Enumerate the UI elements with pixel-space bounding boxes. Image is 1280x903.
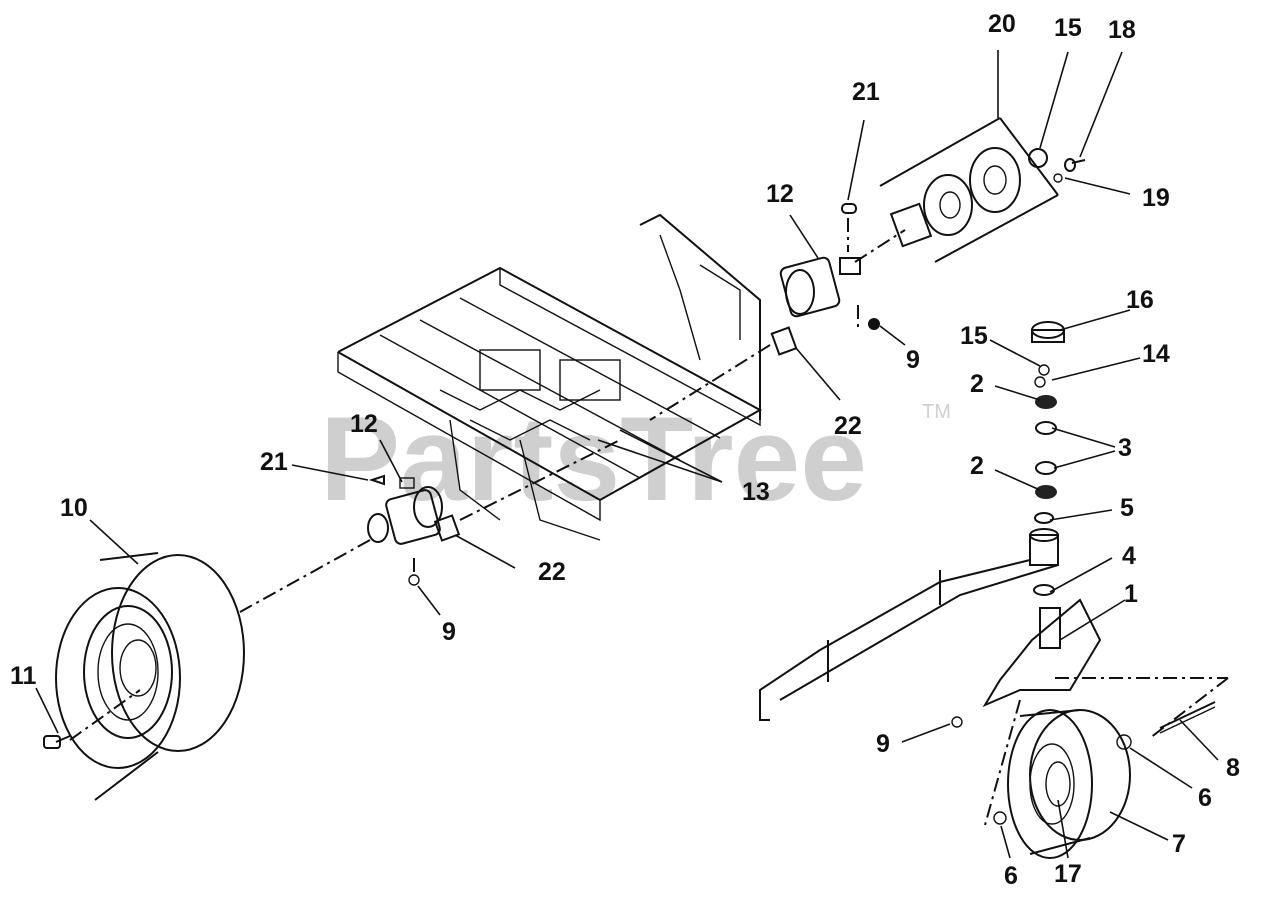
watermark-text: PartsTree (320, 392, 867, 526)
callout-5: 5 (1120, 494, 1134, 522)
callout-3: 3 (1118, 434, 1132, 462)
callout-14: 14 (1142, 340, 1170, 368)
callout-10: 10 (60, 494, 88, 522)
callout-20: 20 (988, 10, 1016, 38)
watermark-tm: TM (922, 401, 951, 423)
callout-9: 9 (906, 346, 920, 374)
callout-labels: 20 15 18 21 19 12 16 15 9 14 2 22 3 12 2… (10, 10, 1240, 890)
callout-13: 13 (742, 478, 770, 506)
callout-2: 2 (970, 370, 984, 398)
callout-9: 9 (442, 618, 456, 646)
callout-18: 18 (1108, 16, 1136, 44)
upper-hub-assembly (649, 117, 1086, 421)
callout-21: 21 (260, 448, 288, 476)
callout-4: 4 (1122, 542, 1136, 570)
callout-9: 9 (876, 730, 890, 758)
callout-6: 6 (1004, 862, 1018, 890)
callout-22: 22 (538, 558, 566, 586)
callout-15: 15 (1054, 14, 1082, 42)
callout-16: 16 (1126, 286, 1154, 314)
rear-wheel (43, 552, 245, 801)
callout-22: 22 (834, 412, 862, 440)
callout-2: 2 (970, 452, 984, 480)
leader-lines (35, 50, 1219, 859)
chassis-frame (337, 213, 763, 541)
callout-17: 17 (1054, 860, 1082, 888)
callout-8: 8 (1226, 754, 1240, 782)
callout-19: 19 (1142, 184, 1170, 212)
callout-7: 7 (1172, 830, 1186, 858)
callout-12: 12 (766, 180, 794, 208)
callout-6: 6 (1198, 784, 1212, 812)
left-hub-assembly (239, 439, 621, 613)
callout-21: 21 (852, 78, 880, 106)
callout-12: 12 (350, 410, 378, 438)
caster-assembly (759, 321, 1229, 859)
callout-11: 11 (10, 662, 37, 690)
callout-15: 15 (960, 322, 988, 350)
callout-1: 1 (1124, 580, 1138, 608)
